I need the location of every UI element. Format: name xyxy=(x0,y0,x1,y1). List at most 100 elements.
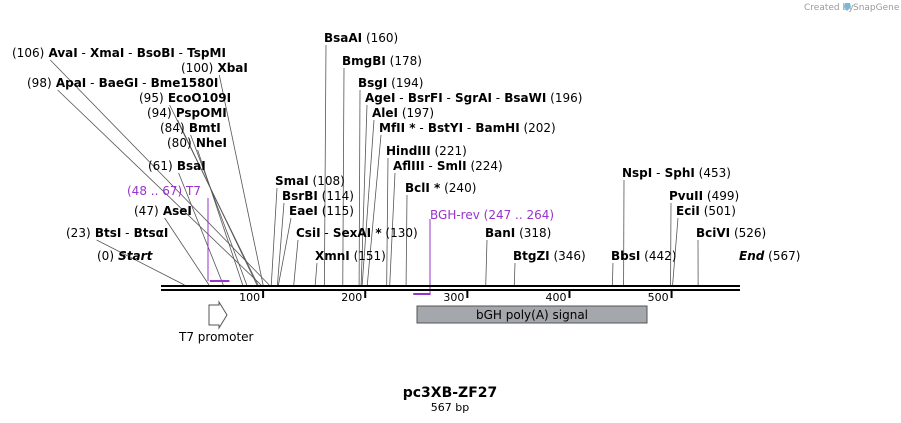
site-label: BanI (318) xyxy=(485,226,551,240)
feature-arrow xyxy=(208,300,228,330)
site-leader-line xyxy=(96,239,185,286)
site-label-part: XmnI xyxy=(315,249,350,263)
site-leader-line xyxy=(197,149,244,286)
site-label-part: EaeI xyxy=(289,204,318,218)
feature-layer: T7 promoter bGH poly(A) signal xyxy=(178,300,648,344)
site-label-part: (47) xyxy=(134,204,159,218)
site-label-part: BaeGI xyxy=(94,76,138,90)
site-leader-line xyxy=(360,104,368,286)
site-label: (98) ApaI - BaeGI - Bme1580I xyxy=(27,76,218,90)
site-label-part: BsaAI xyxy=(324,31,362,45)
site-label: NspI - SphI (453) xyxy=(622,166,731,180)
map-title: pc3XB-ZF27 xyxy=(403,385,498,401)
site-leader-line xyxy=(358,89,361,286)
site-label-part: (95) xyxy=(139,91,164,105)
site-leader-line xyxy=(177,119,258,286)
site-label-part: BsoBI xyxy=(133,46,175,60)
site-label-part: AleI xyxy=(372,106,398,120)
feature-label: bGH poly(A) signal xyxy=(476,308,588,322)
site-leader-line xyxy=(277,202,285,286)
site-leader-line xyxy=(323,44,327,286)
site-label: (106) AvaI - XmaI - BsoBI - TspMI xyxy=(12,46,226,60)
site-label-part: (80) xyxy=(167,136,192,150)
site-label-part: (318) xyxy=(515,226,551,240)
site-label-part: (567) xyxy=(764,249,800,263)
site-label-part: BsgI xyxy=(358,76,387,90)
site-label-part: BsaI xyxy=(173,159,206,173)
site-label-part: BanI xyxy=(485,226,515,240)
site-label-part: (526) xyxy=(730,226,766,240)
site-label-part: (197) xyxy=(398,106,434,120)
site-leader-line xyxy=(485,239,488,286)
site-leader-line xyxy=(342,67,345,286)
site-label: AleI (197) xyxy=(372,106,434,120)
site-leader-line xyxy=(405,194,408,286)
site-label-part: BsaWI xyxy=(500,91,546,105)
site-label-part: BtgZI xyxy=(513,249,550,263)
site-label-part: (240) xyxy=(440,181,476,195)
site-label-part: AseI xyxy=(159,204,192,218)
site-label-part: (221) xyxy=(431,144,467,158)
site-leader-line xyxy=(386,157,389,286)
site-leader-line xyxy=(672,217,679,286)
site-label: (80) NheI xyxy=(167,136,227,150)
site-label-part: BsrBI xyxy=(282,189,318,203)
site-label-part: AgeI xyxy=(365,91,395,105)
site-label: BmgBI (178) xyxy=(342,54,422,68)
site-label-part: ApaI xyxy=(52,76,87,90)
primer-label: BGH-rev (247 .. 264) xyxy=(430,208,554,222)
site-label-part: - xyxy=(121,226,129,240)
site-leader-line xyxy=(314,262,318,286)
feature-box xyxy=(416,305,648,324)
site-label-part: AvaI xyxy=(44,46,77,60)
site-label-part: (23) xyxy=(66,226,91,240)
site-label-part: (196) xyxy=(546,91,582,105)
site-label-part: BstYI xyxy=(424,121,463,135)
site-label-part: (224) xyxy=(467,159,503,173)
site-label: BsaAI (160) xyxy=(324,31,398,45)
site-label-part: (130) xyxy=(382,226,418,240)
site-label-part: (0) xyxy=(97,249,114,263)
site-label-part: BsrFI xyxy=(404,91,443,105)
site-label-part: MfII * xyxy=(379,121,416,135)
site-label: (47) AseI xyxy=(134,204,192,218)
site-label-part: - xyxy=(463,121,471,135)
credit-brand: SnapGene xyxy=(853,3,900,13)
site-label-part: - xyxy=(124,46,132,60)
site-leader-line xyxy=(164,217,210,286)
site-leader-line xyxy=(57,89,262,286)
axis-tick-label: 100 xyxy=(239,291,260,304)
map-length: 567 bp xyxy=(431,401,469,414)
site-leader-line xyxy=(513,262,516,286)
site-label: HindIII (221) xyxy=(386,144,467,158)
site-label-part: (100) xyxy=(181,61,213,75)
site-label: AflIII - SmlI (224) xyxy=(393,159,503,173)
site-label: AgeI - BsrFI - SgrAI - BsaWI (196) xyxy=(365,91,582,105)
site-label: BsgI (194) xyxy=(358,76,423,90)
snapgene-logo-icon xyxy=(844,3,851,11)
site-label: BtgZI (346) xyxy=(513,249,586,263)
site-label-part: (160) xyxy=(362,31,398,45)
feature-label: T7 promoter xyxy=(178,330,254,344)
axis-tick-label: 400 xyxy=(545,291,566,304)
site-label-part: AflIII xyxy=(393,159,425,173)
axis-tick-label: 200 xyxy=(341,291,362,304)
site-label-part: BamHI xyxy=(471,121,519,135)
site-label-part: BmgBI xyxy=(342,54,386,68)
site-label-part: CsiI xyxy=(296,226,321,240)
site-label: BsrBI (114) xyxy=(282,189,354,203)
site-leader-line xyxy=(366,134,382,286)
site-label: (84) BmtI xyxy=(160,121,221,135)
site-label-part: - xyxy=(138,76,146,90)
site-label-part: XbaI xyxy=(213,61,248,75)
site-label: BbsI (442) xyxy=(611,249,676,263)
site-label-part: NheI xyxy=(192,136,227,150)
site-label: (100) XbaI xyxy=(181,61,248,75)
site-label-part: (442) xyxy=(640,249,676,263)
site-label-part: - xyxy=(652,166,660,180)
site-label-part: (84) xyxy=(160,121,185,135)
site-label-part: PvuII xyxy=(669,189,703,203)
site-label: BciVI (526) xyxy=(696,226,766,240)
site-label-part: - xyxy=(492,91,500,105)
site-label: PvuII (499) xyxy=(669,189,739,203)
